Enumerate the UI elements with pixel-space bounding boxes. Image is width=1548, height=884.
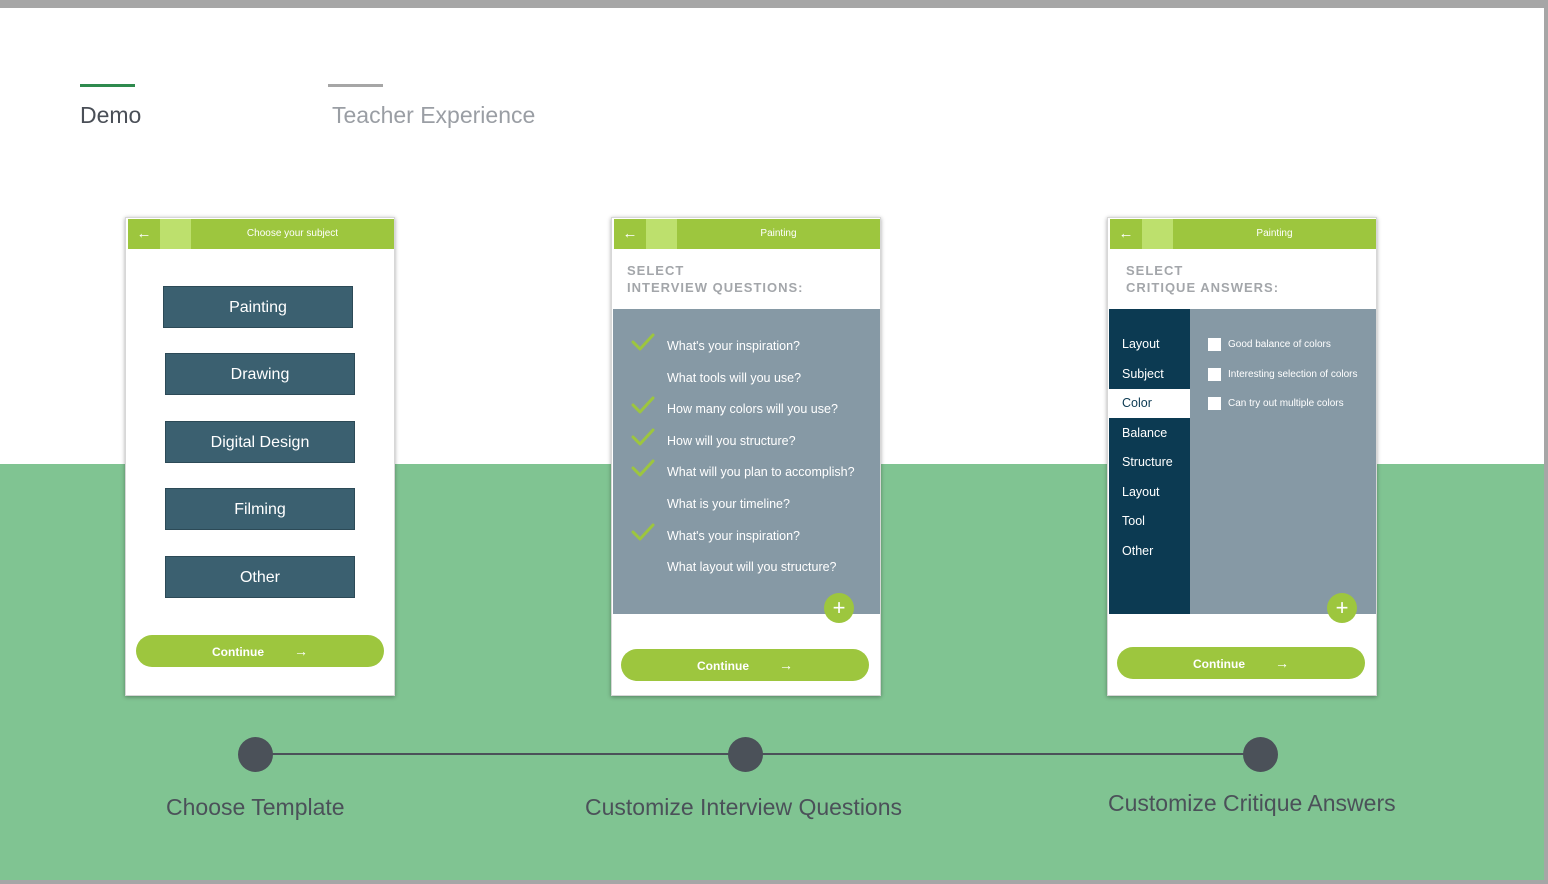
tab-teacher-indicator <box>328 84 383 87</box>
question-text: What's your inspiration? <box>667 528 801 543</box>
continue-button[interactable]: Continue → <box>1117 647 1365 679</box>
category-item[interactable]: Other <box>1122 543 1154 558</box>
header-title: Painting <box>760 228 797 239</box>
answer-checkbox[interactable] <box>1208 338 1221 351</box>
subject-button-filming[interactable]: Filming <box>165 488 355 530</box>
step-label-critique-answers: Customize Critique Answers <box>1108 790 1396 816</box>
category-item[interactable]: Layout <box>1122 337 1160 351</box>
window-right-border <box>1544 0 1548 884</box>
question-item[interactable]: What's your inspiration? <box>613 523 880 549</box>
check-icon <box>631 523 655 541</box>
continue-button[interactable]: Continue → <box>136 635 384 667</box>
category-item[interactable]: Color <box>1109 389 1190 418</box>
category-item[interactable]: Balance <box>1122 425 1168 440</box>
subject-button-digital-design[interactable]: Digital Design <box>165 421 355 463</box>
category-item[interactable]: Layout <box>1122 484 1160 499</box>
phone-critique-answers: ← Painting SELECT CRITIQUE ANSWERS: Layo… <box>1107 217 1377 696</box>
step-label-choose-template: Choose Template <box>166 794 345 820</box>
phone-choose-subject: ← Choose your subject Painting Drawing D… <box>125 217 395 696</box>
question-item[interactable]: What is your timeline? <box>613 491 880 517</box>
subject-button-other[interactable]: Other <box>165 556 355 598</box>
subject-button-drawing[interactable]: Drawing <box>165 353 355 395</box>
back-arrow-icon[interactable]: ← <box>1118 225 1134 242</box>
question-item[interactable]: How will you structure? <box>613 428 880 454</box>
step-dot-3[interactable] <box>1243 737 1278 772</box>
arrow-right-icon: → <box>294 643 308 659</box>
step-dot-2[interactable] <box>728 737 763 772</box>
window-bottom-border <box>0 880 1548 884</box>
check-icon <box>631 396 655 414</box>
heading-line-1: SELECT <box>627 263 685 278</box>
question-text: What's your inspiration? <box>667 339 801 353</box>
question-item[interactable]: What tools will you use? <box>613 365 880 391</box>
question-item[interactable]: What will you plan to accomplish? <box>613 459 880 485</box>
window-top-border <box>0 0 1548 8</box>
add-question-button[interactable]: + <box>824 593 854 623</box>
continue-label: Continue <box>212 645 264 659</box>
section-heading: SELECT INTERVIEW QUESTIONS: <box>627 262 804 296</box>
back-arrow-icon[interactable]: ← <box>136 225 152 242</box>
question-text: What is your timeline? <box>667 497 790 511</box>
answer-text: Good balance of colors <box>1228 339 1331 350</box>
tab-demo-indicator <box>80 84 135 87</box>
questions-panel: What's your inspiration? What tools will … <box>613 309 880 614</box>
check-icon <box>631 459 655 477</box>
question-item[interactable]: How many colors will you use? <box>613 396 880 422</box>
continue-label: Continue <box>697 659 749 673</box>
category-item[interactable]: Subject <box>1122 366 1164 381</box>
header-title: Choose your subject <box>246 228 339 239</box>
header-title: Painting <box>1256 228 1293 239</box>
step-label-interview-questions: Customize Interview Questions <box>585 794 903 820</box>
question-item[interactable]: What's your inspiration? <box>613 333 880 359</box>
question-text: How will you structure? <box>667 433 796 448</box>
header-tile <box>646 219 677 249</box>
category-item[interactable]: Structure <box>1122 455 1173 469</box>
step-dot-1[interactable] <box>238 737 273 772</box>
question-item[interactable]: What layout will you structure? <box>613 554 880 580</box>
tab-teacher-experience[interactable]: Teacher Experience <box>328 84 535 128</box>
question-text: What will you plan to accomplish? <box>667 465 855 480</box>
question-text: How many colors will you use? <box>667 402 838 417</box>
continue-label: Continue <box>1193 657 1245 671</box>
heading-line-2: INTERVIEW QUESTIONS: <box>627 280 804 295</box>
tab-demo-label: Demo <box>80 102 142 128</box>
heading-line-2: CRITIQUE ANSWERS: <box>1126 280 1280 295</box>
question-text: What tools will you use? <box>667 370 802 385</box>
app-header: ← Choose your subject <box>128 219 394 249</box>
answer-text: Interesting selection of colors <box>1228 368 1358 380</box>
arrow-right-icon: → <box>779 657 793 673</box>
answer-checkbox[interactable] <box>1208 397 1221 410</box>
category-item[interactable]: Tool <box>1122 514 1145 528</box>
continue-button[interactable]: Continue → <box>621 649 869 681</box>
tab-demo[interactable]: Demo <box>80 84 141 128</box>
back-arrow-icon[interactable]: ← <box>622 225 638 242</box>
check-icon <box>631 333 655 351</box>
app-header: ← Painting <box>1110 219 1376 249</box>
subject-button-painting[interactable]: Painting <box>163 286 353 328</box>
section-heading: SELECT CRITIQUE ANSWERS: <box>1126 262 1279 296</box>
answer-checkbox[interactable] <box>1208 367 1221 381</box>
answer-text: Can try out multiple colors <box>1228 398 1344 409</box>
question-text: What layout will you structure? <box>667 560 837 575</box>
phone-interview-questions: ← Painting SELECT INTERVIEW QUESTIONS: W… <box>611 217 881 696</box>
heading-line-1: SELECT <box>1126 263 1184 278</box>
header-tile <box>1142 219 1173 249</box>
app-header: ← Painting <box>614 219 880 249</box>
header-tile <box>160 219 191 249</box>
tab-teacher-label: Teacher Experience <box>332 102 536 128</box>
arrow-right-icon: → <box>1275 655 1289 671</box>
add-answer-button[interactable]: + <box>1327 593 1357 623</box>
check-icon <box>631 428 655 446</box>
